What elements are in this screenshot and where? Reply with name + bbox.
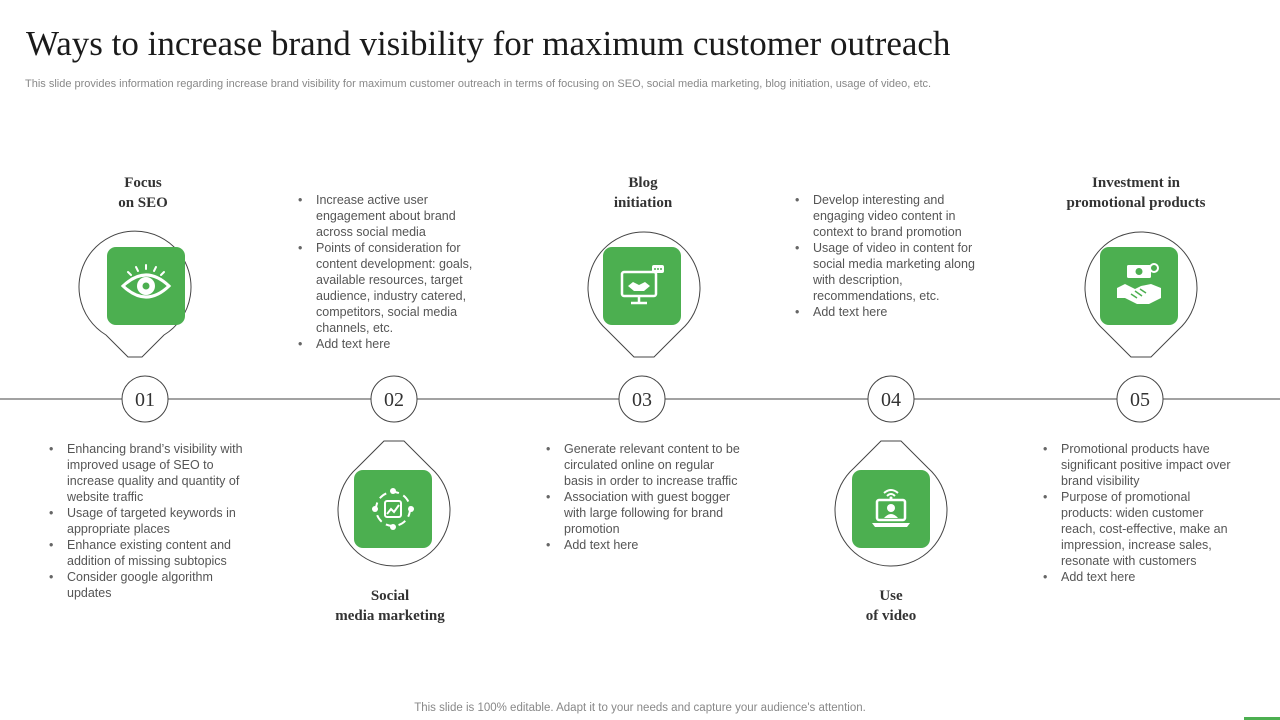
list-item: Develop interesting and engaging video c… <box>793 192 993 240</box>
slide-subtitle: This slide provides information regardin… <box>25 78 932 90</box>
list-item: Promotional products have significant po… <box>1041 441 1236 489</box>
eye-icon <box>120 264 172 299</box>
accent-bar <box>1244 717 1280 720</box>
bullet-list-05: Promotional products have significant po… <box>1041 441 1236 585</box>
step-number-05: 05 <box>1130 389 1150 411</box>
icon-tile-01 <box>107 247 185 325</box>
slide-title: Ways to increase brand visibility for ma… <box>26 24 951 63</box>
bullet-list-03: Generate relevant content to be circulat… <box>544 441 744 553</box>
list-item: Generate relevant content to be circulat… <box>544 441 744 489</box>
list-item: Enhancing brand’s visibility with improv… <box>47 441 257 505</box>
bullet-list-02: Increase active user engagement about br… <box>296 192 491 352</box>
social-network-icon <box>372 488 414 530</box>
step-number-03: 03 <box>632 389 652 411</box>
list-item: Usage of video in content for social med… <box>793 240 993 304</box>
icon-tile-02 <box>354 470 432 548</box>
list-item: Add text here <box>544 537 744 553</box>
icon-tile-03 <box>603 247 681 325</box>
step-number-01: 01 <box>135 389 155 411</box>
list-item: Add text here <box>1041 569 1236 585</box>
list-item: Add text here <box>296 336 491 352</box>
step-number-04: 04 <box>881 389 901 411</box>
slide-footer: This slide is 100% editable. Adapt it to… <box>414 702 866 714</box>
list-item: Usage of targeted keywords in appropriat… <box>47 505 257 537</box>
icon-tile-04 <box>852 470 930 548</box>
list-item: Association with guest bogger with large… <box>544 489 744 537</box>
list-item: Enhance existing content and addition of… <box>47 537 257 569</box>
video-laptop-icon <box>872 489 910 527</box>
list-item: Points of consideration for content deve… <box>296 240 491 336</box>
list-item: Purpose of promotional products: widen c… <box>1041 489 1236 569</box>
bullet-list-01: Enhancing brand’s visibility with improv… <box>47 441 257 601</box>
list-item: Add text here <box>793 304 993 320</box>
step-circle-02 <box>370 375 418 423</box>
money-handshake-icon <box>1117 263 1161 304</box>
step-circle-01 <box>121 375 169 423</box>
monitor-handshake-icon <box>620 265 664 305</box>
bullet-list-04: Develop interesting and engaging video c… <box>793 192 993 320</box>
step-circle-05 <box>1116 375 1164 423</box>
step-circle-03 <box>618 375 666 423</box>
list-item: Increase active user engagement about br… <box>296 192 491 240</box>
step-circle-04 <box>867 375 915 423</box>
icon-tile-05 <box>1100 247 1178 325</box>
list-item: Consider google algorithm updates <box>47 569 257 601</box>
step-number-02: 02 <box>384 389 404 411</box>
